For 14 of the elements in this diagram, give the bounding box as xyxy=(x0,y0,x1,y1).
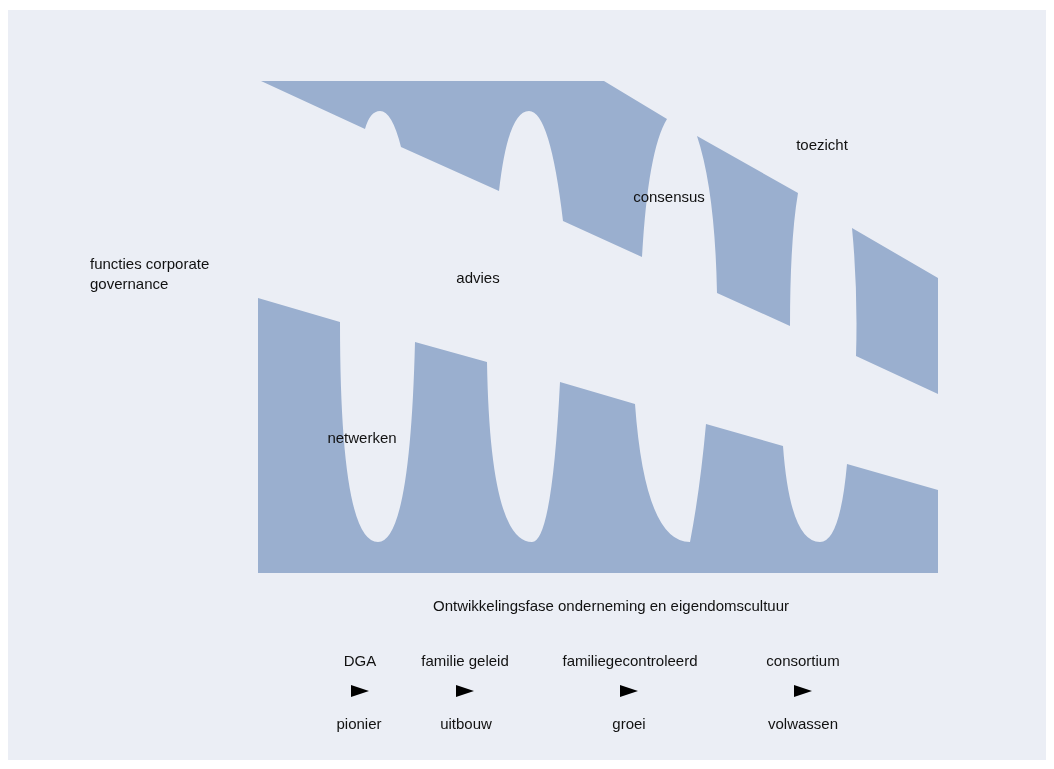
band-label: toezicht xyxy=(796,135,848,155)
band-label: consensus xyxy=(633,187,705,207)
phase-label: uitbouw xyxy=(440,714,492,734)
axis-title: Ontwikkelingsfase onderneming en eigendomscultuur xyxy=(433,596,789,616)
axis-label: functies corporate governance xyxy=(90,254,211,294)
ownership-label: familiegecontroleerd xyxy=(562,651,698,671)
ownership-label: consortium xyxy=(766,651,840,671)
ownership-label: familie geleid xyxy=(421,651,509,671)
band-label: advies xyxy=(456,268,500,288)
ownership-label: DGA xyxy=(343,651,377,671)
phase-label: groei xyxy=(612,714,646,734)
band-label: netwerken xyxy=(327,428,397,448)
phase-label: pionier xyxy=(336,714,382,734)
phase-label: volwassen xyxy=(768,714,838,734)
